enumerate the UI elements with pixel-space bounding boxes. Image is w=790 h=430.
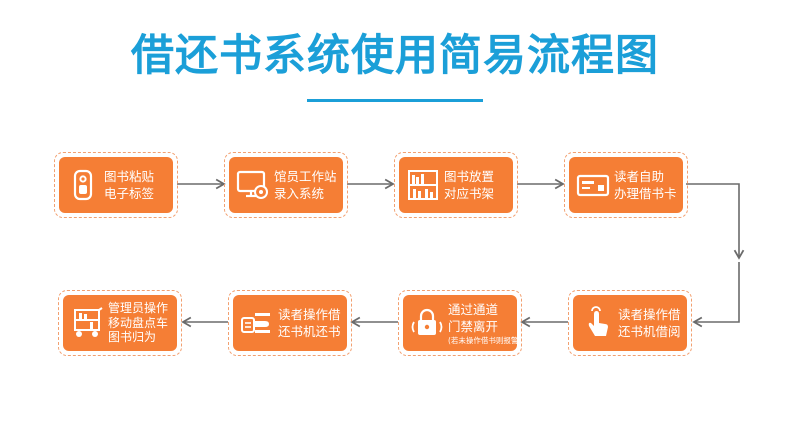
step-8-line-1: 管理员操作 [108, 301, 169, 316]
step-2-line-2: 录入系统 [274, 186, 325, 201]
step-5-line-1: 读者操作借 [618, 307, 681, 322]
step-return-machine: 读者操作借 还书机还书 [228, 290, 352, 356]
return-scanner-icon [241, 313, 270, 333]
rfid-tag-icon [73, 169, 93, 201]
step-3-line-1: 图书放置 [444, 169, 495, 184]
step-7-line-1: 读者操作借 [278, 307, 341, 322]
step-6-line-2: 门禁离开 [448, 318, 499, 334]
step-exit-gate: 通过通道 门禁离开 (若未操作借书则报警) [398, 290, 522, 356]
bookshelf-icon [408, 170, 438, 200]
step-7-line-2: 还书机还书 [278, 324, 341, 339]
touch-hand-icon [588, 306, 608, 336]
title-underline [307, 99, 483, 102]
arrow-4-5-top [686, 183, 745, 260]
arrow-4-5-bottom [692, 262, 740, 328]
step-1-line-1: 图书粘贴 [104, 169, 155, 184]
step-inventory-cart: 管理员操作 移动盘点车 图书归为 [58, 290, 182, 356]
gate-lock-icon [411, 308, 443, 335]
step-shelve-books: 图书放置 对应书架 [394, 152, 518, 218]
step-2-line-1: 馆员工作站 [274, 169, 337, 184]
step-library-card: 读者自助 办理借书卡 [564, 152, 688, 218]
cart-icon [74, 307, 103, 337]
step-rfid-label: 图书粘贴 电子标签 [54, 152, 178, 218]
page-title: 借还书系统使用简易流程图 [131, 31, 659, 81]
step-8-line-2: 移动盘点车 [108, 315, 169, 330]
step-3-line-2: 对应书架 [444, 186, 495, 201]
card-icon [576, 174, 610, 197]
step-borrow-machine: 读者操作借 还书机借阅 [568, 290, 692, 356]
step-4-line-1: 读者自助 [614, 169, 665, 184]
step-4-line-2: 办理借书卡 [614, 186, 677, 201]
step-6-line-1: 通过通道 [448, 301, 499, 317]
step-8-line-3: 图书归为 [108, 330, 157, 345]
monitor-gear-icon [236, 170, 268, 199]
step-workstation-entry: 馆员工作站 录入系统 [224, 152, 348, 218]
step-5-line-2: 还书机借阅 [618, 324, 681, 339]
step-1-line-2: 电子标签 [104, 186, 155, 201]
step-6-note: (若未操作借书则报警) [448, 335, 522, 345]
